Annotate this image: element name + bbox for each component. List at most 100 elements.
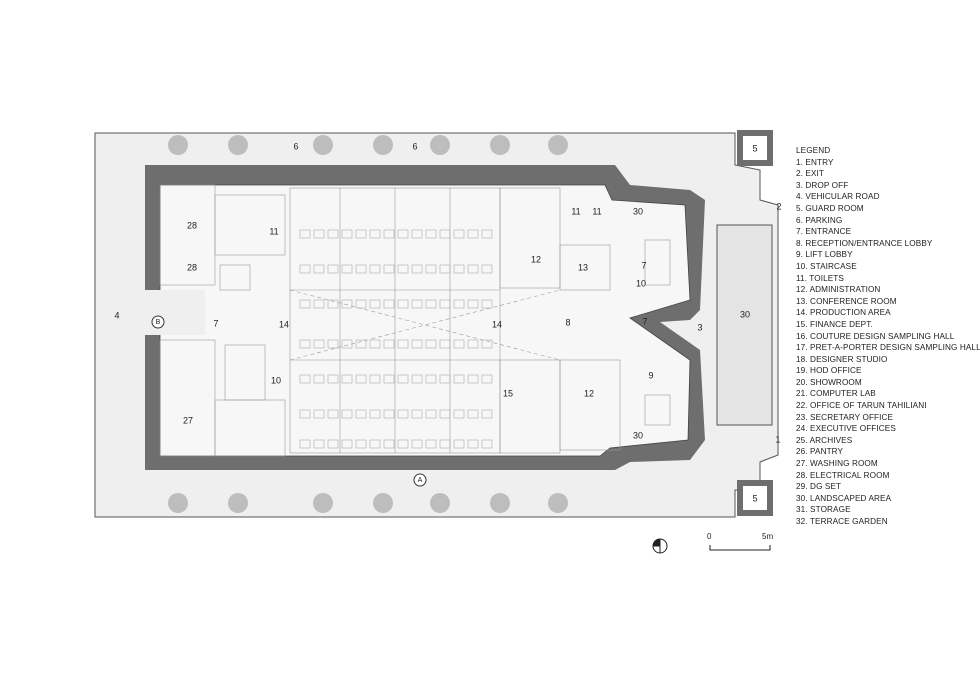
workstation-seat	[439, 374, 451, 384]
label-landscaped: 30	[740, 309, 750, 319]
workstation-seat	[369, 409, 381, 419]
workstation-seat	[327, 374, 339, 384]
workstation-seat	[439, 299, 451, 309]
workstation-seat	[411, 374, 423, 384]
tree	[430, 135, 450, 155]
legend-item: 10. STAIRCASE	[796, 261, 857, 271]
workstation-seat	[467, 264, 479, 274]
legend-item: 1. ENTRY	[796, 157, 834, 167]
workstation-seat	[453, 299, 465, 309]
label-exit: 2	[776, 201, 781, 211]
workstation-seat	[341, 439, 353, 449]
workstation-seat	[411, 299, 423, 309]
label-electrical: 28	[187, 220, 197, 230]
landscaped-area	[716, 224, 773, 426]
workstation-seat	[327, 264, 339, 274]
label-toilets: 11	[592, 206, 601, 216]
workstation-seat	[313, 229, 325, 239]
workstation-seat	[313, 439, 325, 449]
tree	[168, 493, 188, 513]
legend-item: 17. PRET-A-PORTER DESIGN SAMPLING HALL	[796, 343, 980, 353]
scale-start: 0	[707, 532, 712, 541]
north-arrow-icon	[652, 538, 668, 554]
tree	[548, 493, 568, 513]
workstation-seat	[439, 409, 451, 419]
label-production: 14	[492, 319, 502, 329]
workstation-seat	[383, 409, 395, 419]
workstation-seat	[481, 339, 493, 349]
workstation-seat	[313, 339, 325, 349]
label-entrance: 7	[213, 318, 218, 328]
workstation-seat	[467, 339, 479, 349]
label-administration: 12	[531, 254, 541, 264]
workstation-seat	[453, 264, 465, 274]
label-section-b: B	[156, 319, 161, 326]
workstation-seat	[481, 439, 493, 449]
workstation-seat	[327, 409, 339, 419]
workstation-tables	[299, 229, 493, 449]
workstation-seat	[411, 339, 423, 349]
workstation-seat	[299, 439, 311, 449]
workstation-seat	[327, 439, 339, 449]
section-marker-a	[413, 473, 427, 487]
workstation-seat	[341, 229, 353, 239]
workstation-seat	[369, 229, 381, 239]
workstation-seat	[327, 229, 339, 239]
legend-item: 11. TOILETS	[796, 273, 844, 283]
label-reception: 8	[565, 317, 570, 327]
workstation-seat	[481, 264, 493, 274]
legend-item: 26. PANTRY	[796, 447, 844, 457]
legend-item: 14. PRODUCTION AREA	[796, 308, 891, 318]
legend-item: 28. ELECTRICAL ROOM	[796, 470, 890, 480]
workstation-seat	[411, 229, 423, 239]
label-guard-room: 5	[752, 493, 757, 503]
legend-item: 21. COMPUTER LAB	[796, 389, 876, 399]
legend-item: 18. DESIGNER STUDIO	[796, 354, 888, 364]
workstation-seat	[439, 439, 451, 449]
label-lift-lobby: 9	[648, 370, 653, 380]
workstation-seat	[341, 339, 353, 349]
workstation-seat	[425, 409, 437, 419]
workstation-seat	[355, 264, 367, 274]
workstation-seat	[369, 299, 381, 309]
label-vehicular-road: 4	[114, 310, 119, 320]
label-staircase: 10	[636, 278, 646, 288]
label-toilets: 11	[269, 226, 278, 236]
scale-end: 5m	[762, 532, 774, 541]
workstation-seat	[383, 229, 395, 239]
workstation-seat	[327, 339, 339, 349]
workstation-seat	[355, 409, 367, 419]
workstation-seat	[481, 299, 493, 309]
workstation-seat	[299, 339, 311, 349]
legend-item: 29. DG SET	[796, 482, 842, 492]
workstation-seat	[411, 439, 423, 449]
workstation-seat	[411, 409, 423, 419]
legend-title: LEGEND	[796, 146, 831, 155]
workstation-seat	[467, 374, 479, 384]
legend-item: 5. GUARD ROOM	[796, 203, 864, 213]
section-marker-b	[151, 315, 165, 329]
label-entrance: 7	[642, 316, 647, 326]
workstation-seat	[397, 339, 409, 349]
tree	[313, 493, 333, 513]
tree	[373, 135, 393, 155]
workstation-seat	[425, 374, 437, 384]
room-labels: 6 6 5 5 2 1 3 30 30 30 4 B A 7 7 7 28 28…	[114, 141, 781, 503]
workstation-seat	[453, 439, 465, 449]
building-interior	[159, 184, 691, 457]
workstation-seat	[425, 299, 437, 309]
workstation-seat	[397, 299, 409, 309]
workstation-seat	[341, 264, 353, 274]
legend-item: 32. TERRACE GARDEN	[796, 517, 888, 526]
label-staircase: 10	[271, 375, 281, 385]
workstation-seat	[411, 264, 423, 274]
workstation-seat	[299, 229, 311, 239]
label-finance: 15	[503, 388, 513, 398]
legend-item: 2. EXIT	[796, 169, 825, 179]
trees	[168, 135, 568, 513]
label-entry: 1	[775, 434, 780, 444]
workstation-seat	[481, 374, 493, 384]
legend-item: 13. CONFERENCE ROOM	[796, 296, 897, 306]
label-section-a: A	[418, 477, 423, 484]
